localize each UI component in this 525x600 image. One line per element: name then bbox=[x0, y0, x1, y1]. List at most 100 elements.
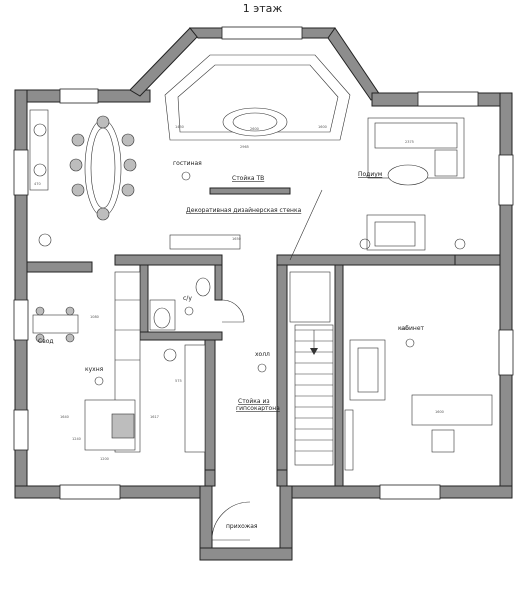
window-right-2 bbox=[498, 329, 514, 376]
desk bbox=[411, 394, 493, 426]
wc-fixtures bbox=[149, 277, 245, 331]
wall-vestibule-right bbox=[279, 485, 293, 551]
label-hall: холл bbox=[255, 351, 270, 358]
lamp-1 bbox=[33, 123, 47, 137]
chair-2 bbox=[69, 158, 83, 172]
kchair-3 bbox=[35, 333, 45, 343]
label-cabinet: кабинет bbox=[398, 325, 425, 332]
toilet bbox=[195, 277, 211, 297]
lamp-2 bbox=[33, 163, 47, 177]
wall-living-kitchen-a bbox=[26, 261, 93, 273]
dim-bay-d3: 1600 bbox=[318, 125, 327, 129]
room-markers bbox=[94, 171, 415, 386]
entry-door bbox=[211, 501, 251, 541]
plant-3 bbox=[454, 238, 466, 250]
wall-kitchen-hall bbox=[204, 339, 216, 471]
annot-pass: Свод bbox=[38, 338, 54, 345]
sideboard bbox=[29, 109, 49, 191]
window-bottom-2 bbox=[379, 484, 441, 500]
dim-kit1: 1640 bbox=[60, 415, 69, 419]
desk-chair bbox=[431, 429, 455, 453]
label-kitchen: кухня bbox=[85, 366, 104, 373]
sofa-arm bbox=[434, 149, 458, 177]
chair-7 bbox=[96, 115, 110, 129]
kchair-1 bbox=[35, 306, 45, 316]
annot-drywall-2: гипсокартона bbox=[236, 405, 280, 412]
sofa-back bbox=[374, 122, 458, 149]
cabinet-sofa-seat bbox=[357, 347, 379, 393]
label-entry: прихожая bbox=[226, 523, 258, 530]
wc-basin bbox=[153, 307, 171, 329]
wall-wc-right bbox=[214, 264, 223, 301]
cooktop bbox=[111, 413, 135, 439]
dim-dining: 470 bbox=[34, 182, 41, 186]
dim-cab1: 1540 bbox=[400, 327, 409, 331]
dining-table bbox=[84, 119, 122, 217]
plant-2 bbox=[359, 238, 371, 250]
cabinet-furniture: 1540 1600 bbox=[344, 327, 493, 471]
stairs-arrowhead bbox=[310, 348, 318, 355]
wall-wc-left bbox=[139, 264, 149, 336]
dim-cab2: 1600 bbox=[435, 410, 444, 414]
window-bay-top bbox=[221, 26, 303, 40]
bay-table-inner bbox=[232, 112, 278, 132]
wall-vestibule-bottom bbox=[199, 547, 293, 561]
kitchen-counter-right bbox=[184, 344, 206, 453]
wall-stairs-cabinet bbox=[334, 264, 344, 487]
tv-stand-block bbox=[209, 187, 291, 195]
dim-sofa: 2375 bbox=[405, 140, 414, 144]
interior-walls bbox=[26, 187, 501, 561]
dim-kit3: 1200 bbox=[100, 457, 109, 461]
chair-1 bbox=[71, 133, 85, 147]
wall-wc-bottom bbox=[139, 331, 223, 341]
angled-partition bbox=[289, 189, 323, 261]
marker-living bbox=[181, 171, 191, 181]
window-left-1 bbox=[13, 149, 29, 196]
fireplace bbox=[366, 214, 426, 251]
chair-3 bbox=[71, 183, 85, 197]
window-left-2 bbox=[13, 299, 29, 341]
window-right-1 bbox=[498, 154, 514, 206]
bay-table bbox=[222, 107, 288, 137]
wall-living-cabinet bbox=[276, 254, 471, 266]
chair-4 bbox=[121, 133, 135, 147]
fireplace-inner bbox=[374, 221, 416, 247]
kchair-2 bbox=[65, 306, 75, 316]
dim-bay-d2: 1450 bbox=[175, 125, 184, 129]
bookshelf bbox=[344, 409, 354, 471]
plan-title: 1 этаж bbox=[242, 2, 283, 15]
wall-right bbox=[499, 92, 513, 499]
dim-kit2: 1617 bbox=[150, 415, 159, 419]
bay-sofa-inner bbox=[177, 64, 339, 133]
annot-tv-stand: Стойка ТВ bbox=[232, 175, 264, 182]
chair-6 bbox=[121, 183, 135, 197]
bay-furniture: 2965 1450 1600 2600 bbox=[164, 54, 351, 149]
annot-podium: Подиум bbox=[358, 171, 382, 178]
console-table bbox=[169, 234, 241, 250]
sink bbox=[163, 348, 177, 362]
exterior-walls bbox=[13, 26, 514, 500]
window-left-3 bbox=[13, 409, 29, 451]
window-bottom-1 bbox=[59, 484, 121, 500]
kitchen-furniture: 1640 1617 1200 1240 bbox=[32, 271, 206, 461]
kitchen-table bbox=[32, 314, 79, 334]
chair-8 bbox=[96, 207, 110, 221]
label-wc: с/у bbox=[183, 295, 192, 302]
marker-wc bbox=[184, 306, 194, 316]
window-top-1 bbox=[59, 88, 99, 104]
cabinet-sofa bbox=[349, 339, 386, 401]
wall-hall-stairs bbox=[276, 264, 288, 471]
marker-cabinet bbox=[405, 338, 415, 348]
dim-bay-d1: 2600 bbox=[250, 127, 259, 131]
wc-vanity bbox=[149, 299, 176, 331]
wall-hall-bottom-r bbox=[276, 469, 288, 487]
kchair-4 bbox=[65, 333, 75, 343]
wall-living-kitchen-b bbox=[114, 254, 223, 266]
living-right-furniture: 2375 bbox=[169, 117, 466, 251]
dim-hall1: 575 bbox=[175, 379, 182, 383]
marker-hall bbox=[257, 363, 267, 373]
dining-set: 470 bbox=[29, 109, 137, 247]
dim-c2: 1080 bbox=[90, 315, 99, 319]
coffee-table bbox=[387, 164, 429, 186]
